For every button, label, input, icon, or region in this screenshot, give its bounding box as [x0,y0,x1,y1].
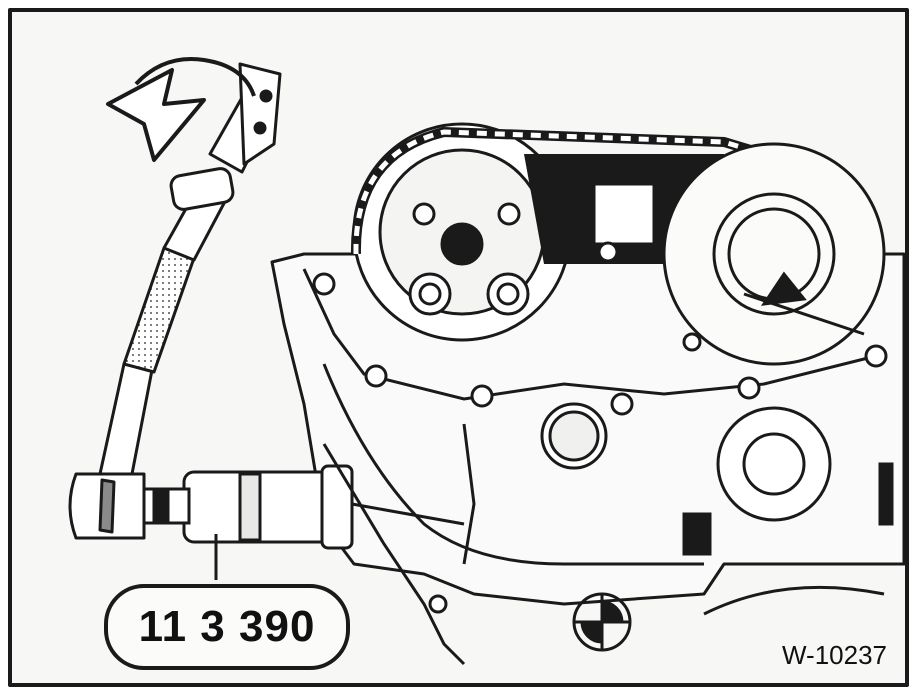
camshaft-sprocket [352,122,572,342]
lower-seals [540,402,894,556]
rotation-arrow-icon [106,57,256,162]
figure-id-label: W-10237 [781,640,887,670]
brand-roundel [572,592,632,652]
part-number-callout: 11 3 390 [104,584,350,670]
cover-bolts [312,241,888,416]
part-number-label: 11 3 390 [138,602,316,651]
illustration-frame: 11 3 390 W-10237 [8,8,909,687]
timing-chain [350,126,766,255]
right-sprocket [662,142,886,366]
engine-illustration [68,57,905,666]
